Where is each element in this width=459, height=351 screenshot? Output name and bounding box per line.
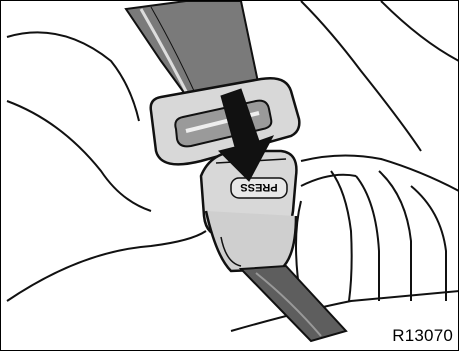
press-label: PRESS <box>240 181 277 193</box>
press-button: PRESS <box>231 178 287 198</box>
lower-belt-webbing <box>241 266 346 341</box>
figure-code: R13070 <box>390 326 455 346</box>
